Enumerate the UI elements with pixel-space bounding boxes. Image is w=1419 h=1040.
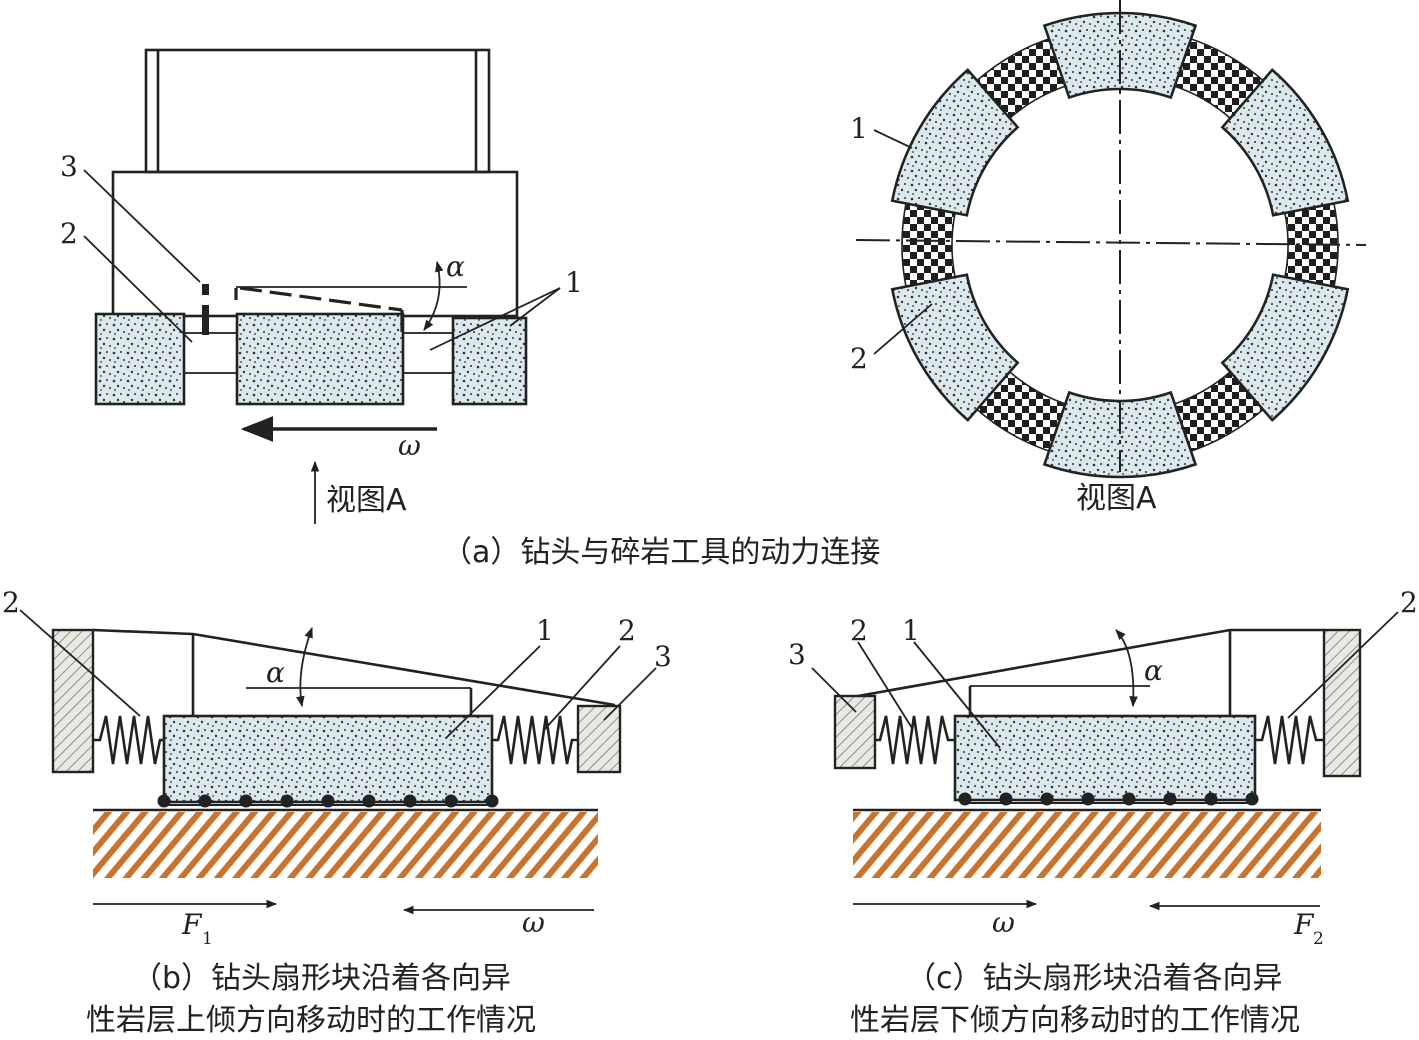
drill-stem: [144, 48, 491, 174]
omega-label: ω: [992, 906, 1015, 939]
roller: [1081, 792, 1095, 806]
leader-line-2-left: [857, 641, 913, 729]
spring-right: [492, 715, 578, 765]
alpha-label: α: [446, 250, 465, 283]
rollers: [958, 792, 1259, 806]
leader-line-ring-1: [873, 129, 913, 149]
label-1: 1: [902, 614, 920, 647]
leader-line-1: [913, 641, 1001, 749]
alpha-label: α: [266, 656, 285, 689]
roller: [280, 794, 294, 808]
roller: [157, 794, 171, 808]
label-3: 3: [60, 150, 78, 183]
roller: [403, 794, 417, 808]
roller: [239, 794, 253, 808]
roller: [999, 792, 1013, 806]
force-subscript: 2: [1313, 929, 1324, 949]
ring-segment: [890, 68, 1020, 217]
leader-line-2: [83, 235, 193, 343]
roller: [1245, 792, 1259, 806]
connector-right: [402, 332, 454, 374]
leader-line-1: [445, 645, 541, 739]
alpha-arc: [1115, 629, 1138, 708]
roller: [321, 794, 335, 808]
pin-marker: [202, 284, 209, 295]
roller: [1122, 792, 1136, 806]
leader-line-3: [603, 667, 657, 721]
roller: [958, 792, 972, 806]
leader-line-2-right: [1287, 611, 1399, 719]
stop-block: [833, 694, 877, 770]
tilt-dashed-line: [234, 286, 404, 333]
stop-block: [576, 704, 622, 774]
connector-left: [183, 332, 238, 374]
leader-line-1b: [509, 287, 561, 327]
roller: [444, 794, 458, 808]
housing-wall: [1322, 628, 1362, 778]
label-2-right: 2: [1400, 586, 1418, 619]
centerline-horizontal: [855, 239, 1367, 246]
label-1: 1: [536, 614, 554, 647]
roller: [1163, 792, 1177, 806]
spring-left: [93, 715, 164, 765]
ring-segment: [1220, 273, 1350, 422]
caption-b-line1: （b）钻头扇形块沿着各向异: [132, 961, 511, 996]
roller: [1204, 792, 1218, 806]
panel-a-side-view: α 3 2 1 ω 视图A: [60, 48, 583, 524]
leader-line-ring-2: [873, 303, 933, 355]
roller: [198, 794, 212, 808]
label-2-left: 2: [2, 586, 20, 619]
spring-left: [875, 715, 955, 765]
caption-c-line2: 性岩层下倾方向移动时的工作情况: [850, 1003, 1300, 1038]
roller: [362, 794, 376, 808]
ring-view-label: 视图A: [1076, 481, 1157, 516]
pin-marker: [202, 305, 209, 335]
ring-segment: [1220, 68, 1350, 217]
ring-segment: [1042, 390, 1198, 479]
cutter-block-middle: [235, 312, 405, 406]
label-2-right: 2: [618, 614, 636, 647]
leader-line-3: [83, 169, 201, 283]
cutter-block-left: [94, 312, 186, 406]
caption-a: （a）钻头与碎岩工具的动力连接: [442, 535, 880, 570]
force-subscript: 1: [202, 929, 213, 949]
leader-line-2-right: [543, 645, 621, 731]
caption-b-line2: 性岩层上倾方向移动时的工作情况: [86, 1003, 536, 1038]
ring-label-2: 2: [850, 342, 868, 375]
alpha-label: α: [1144, 654, 1163, 687]
label-3: 3: [788, 638, 806, 671]
panel-a-ring-view: 1 2 视图A: [850, 0, 1367, 516]
force-label: F: [1293, 908, 1315, 941]
cutter-block: [162, 714, 494, 804]
label-2-left: 2: [850, 614, 868, 647]
alpha-arc: [296, 626, 313, 708]
rock-layer: [93, 812, 598, 878]
leader-line-2-left: [19, 609, 141, 717]
omega-label: ω: [522, 906, 545, 939]
caption-c-line1: （c）钻头扇形块沿着各向异: [906, 961, 1283, 996]
omega-label: ω: [398, 429, 421, 462]
label-2: 2: [60, 217, 78, 250]
bit-body: [111, 170, 519, 318]
panel-c-downslope: α 3 2 1 2 ω F 2 （c）钻头扇形块沿着各向异 性岩层下倾方向移动时…: [788, 586, 1418, 1038]
ring-connector: [901, 198, 957, 292]
cutter-block: [953, 714, 1257, 802]
view-a-label: 视图A: [326, 483, 407, 518]
label-3: 3: [654, 640, 672, 673]
rollers: [157, 794, 499, 808]
roller: [1040, 792, 1054, 806]
cutter-block-right: [451, 316, 528, 406]
leader-line-1a: [429, 287, 561, 351]
rock-layer: [853, 812, 1321, 878]
force-label: F: [181, 908, 203, 941]
housing-wall: [51, 628, 95, 774]
ring-label-1: 1: [850, 112, 868, 145]
leader-line-3: [811, 667, 857, 713]
label-1: 1: [565, 266, 583, 299]
roller: [485, 794, 499, 808]
panel-b-upslope: α 2 1 2 3 F 1 ω （b）钻头扇形块沿着各向异 性岩层上倾方向移动时…: [2, 586, 672, 1038]
alpha-arc: [423, 260, 444, 331]
spring-right: [1255, 715, 1324, 765]
